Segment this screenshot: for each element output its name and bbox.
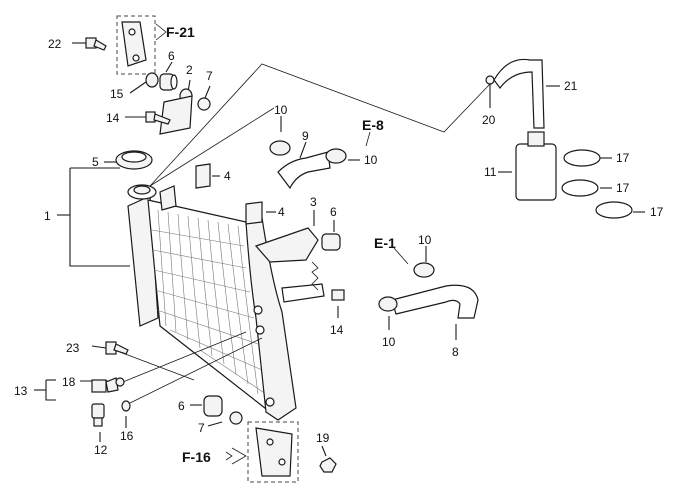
mount-boss-3 [265,397,275,407]
callout-17b: 17 [616,181,630,195]
callout-14a: 14 [106,111,120,125]
part-6-grommet-lower [203,395,223,417]
callout-14b: 14 [330,323,344,337]
part-18-sensor [91,377,119,393]
part-10-clamp-b [325,148,347,164]
callout-15: 15 [110,87,124,101]
ref-e8: E-8 [362,117,384,133]
upper-mount-plate [159,95,193,135]
part-19-nut [319,457,337,473]
callout-13: 13 [14,384,28,398]
callout-23: 23 [66,341,80,355]
part-17-band-c [595,201,633,219]
part-8-hose [391,284,479,319]
callout-labels: 1 2 3 4 4 5 6 6 6 7 7 8 9 10 10 10 10 11… [14,37,664,457]
callout-4a: 4 [224,169,231,183]
part-15-collar [145,72,159,88]
callout-12: 12 [94,443,108,457]
callout-17a: 17 [616,151,630,165]
f21-arrow-icon [155,23,167,41]
radiator-fins-horizontal [151,229,267,395]
callout-6a: 6 [168,49,175,63]
part-14-bolt-top [145,111,171,125]
mount-boss-2 [255,325,265,335]
callout-19: 19 [316,431,330,445]
callout-6c: 6 [178,399,185,413]
part-17-band-b [561,179,599,197]
part-4-clip-b [245,201,263,225]
part-10-clamp-c [413,262,435,278]
part-10-clamp-a [269,140,291,156]
radiator-assembly [127,184,325,421]
part-20-clip [485,75,495,85]
e8-arrow-icon [365,131,371,147]
f21-detail-box [116,15,156,75]
callout-3: 3 [310,195,317,209]
f16-arrow-icon [231,447,247,465]
part-6-grommet-top [159,73,178,91]
part-18-washer [115,377,125,387]
part-16-washer [121,400,131,412]
callout-21: 21 [564,79,578,93]
callout-10b: 10 [364,153,378,167]
f16-bracket [255,427,293,477]
callout-17c: 17 [650,205,664,219]
radiator-top-bracket [159,185,177,211]
part-12-switch [91,403,105,427]
part-17-band-a [563,149,601,167]
callout-2: 2 [186,63,193,77]
callout-10d: 10 [382,335,396,349]
e1-arrow-icon [393,247,409,265]
callout-16: 16 [120,429,134,443]
part-7-washer-top [197,97,211,111]
part-21-overflow-hose [493,58,545,129]
callout-10c: 10 [418,233,432,247]
part-23-bolt [105,341,129,355]
f21-bracket [121,21,147,67]
leader-lines [34,42,645,457]
radiator-fins [157,209,259,395]
callout-1: 1 [44,209,51,223]
filler-neck-opening [133,185,151,195]
callout-11: 11 [484,165,497,179]
callout-6b: 6 [330,205,337,219]
callout-10a: 10 [274,103,288,117]
part-14-bolt-mid [331,289,345,301]
callout-20: 20 [482,113,496,127]
part-6-grommet-mid [321,233,341,251]
ref-f21: F-21 [166,24,195,40]
part-9-hose [277,151,331,190]
spring [311,261,319,291]
part-11-reserve-tank [515,131,557,201]
part-7-washer-lower [229,411,243,425]
part-3-bracket [254,227,319,263]
callout-5: 5 [92,155,99,169]
f16-detail-box [247,421,299,483]
ref-e1: E-1 [374,235,396,251]
part-4-clip-a [195,163,211,189]
part-22-bolt [85,37,107,51]
callout-18: 18 [62,375,76,389]
callout-9: 9 [302,129,309,143]
callout-7b: 7 [198,421,205,435]
ref-f16: F-16 [182,449,211,465]
callout-8: 8 [452,345,459,359]
mount-boss-1 [253,305,263,315]
part-5-radiator-cap [115,150,153,170]
part-10-clamp-d [378,296,398,312]
callout-7a: 7 [206,69,213,83]
reference-labels: F-21 E-8 E-1 F-16 [166,24,396,465]
radiator-outlet-pipe [281,283,325,303]
callout-22: 22 [48,37,62,51]
callout-4b: 4 [278,205,285,219]
